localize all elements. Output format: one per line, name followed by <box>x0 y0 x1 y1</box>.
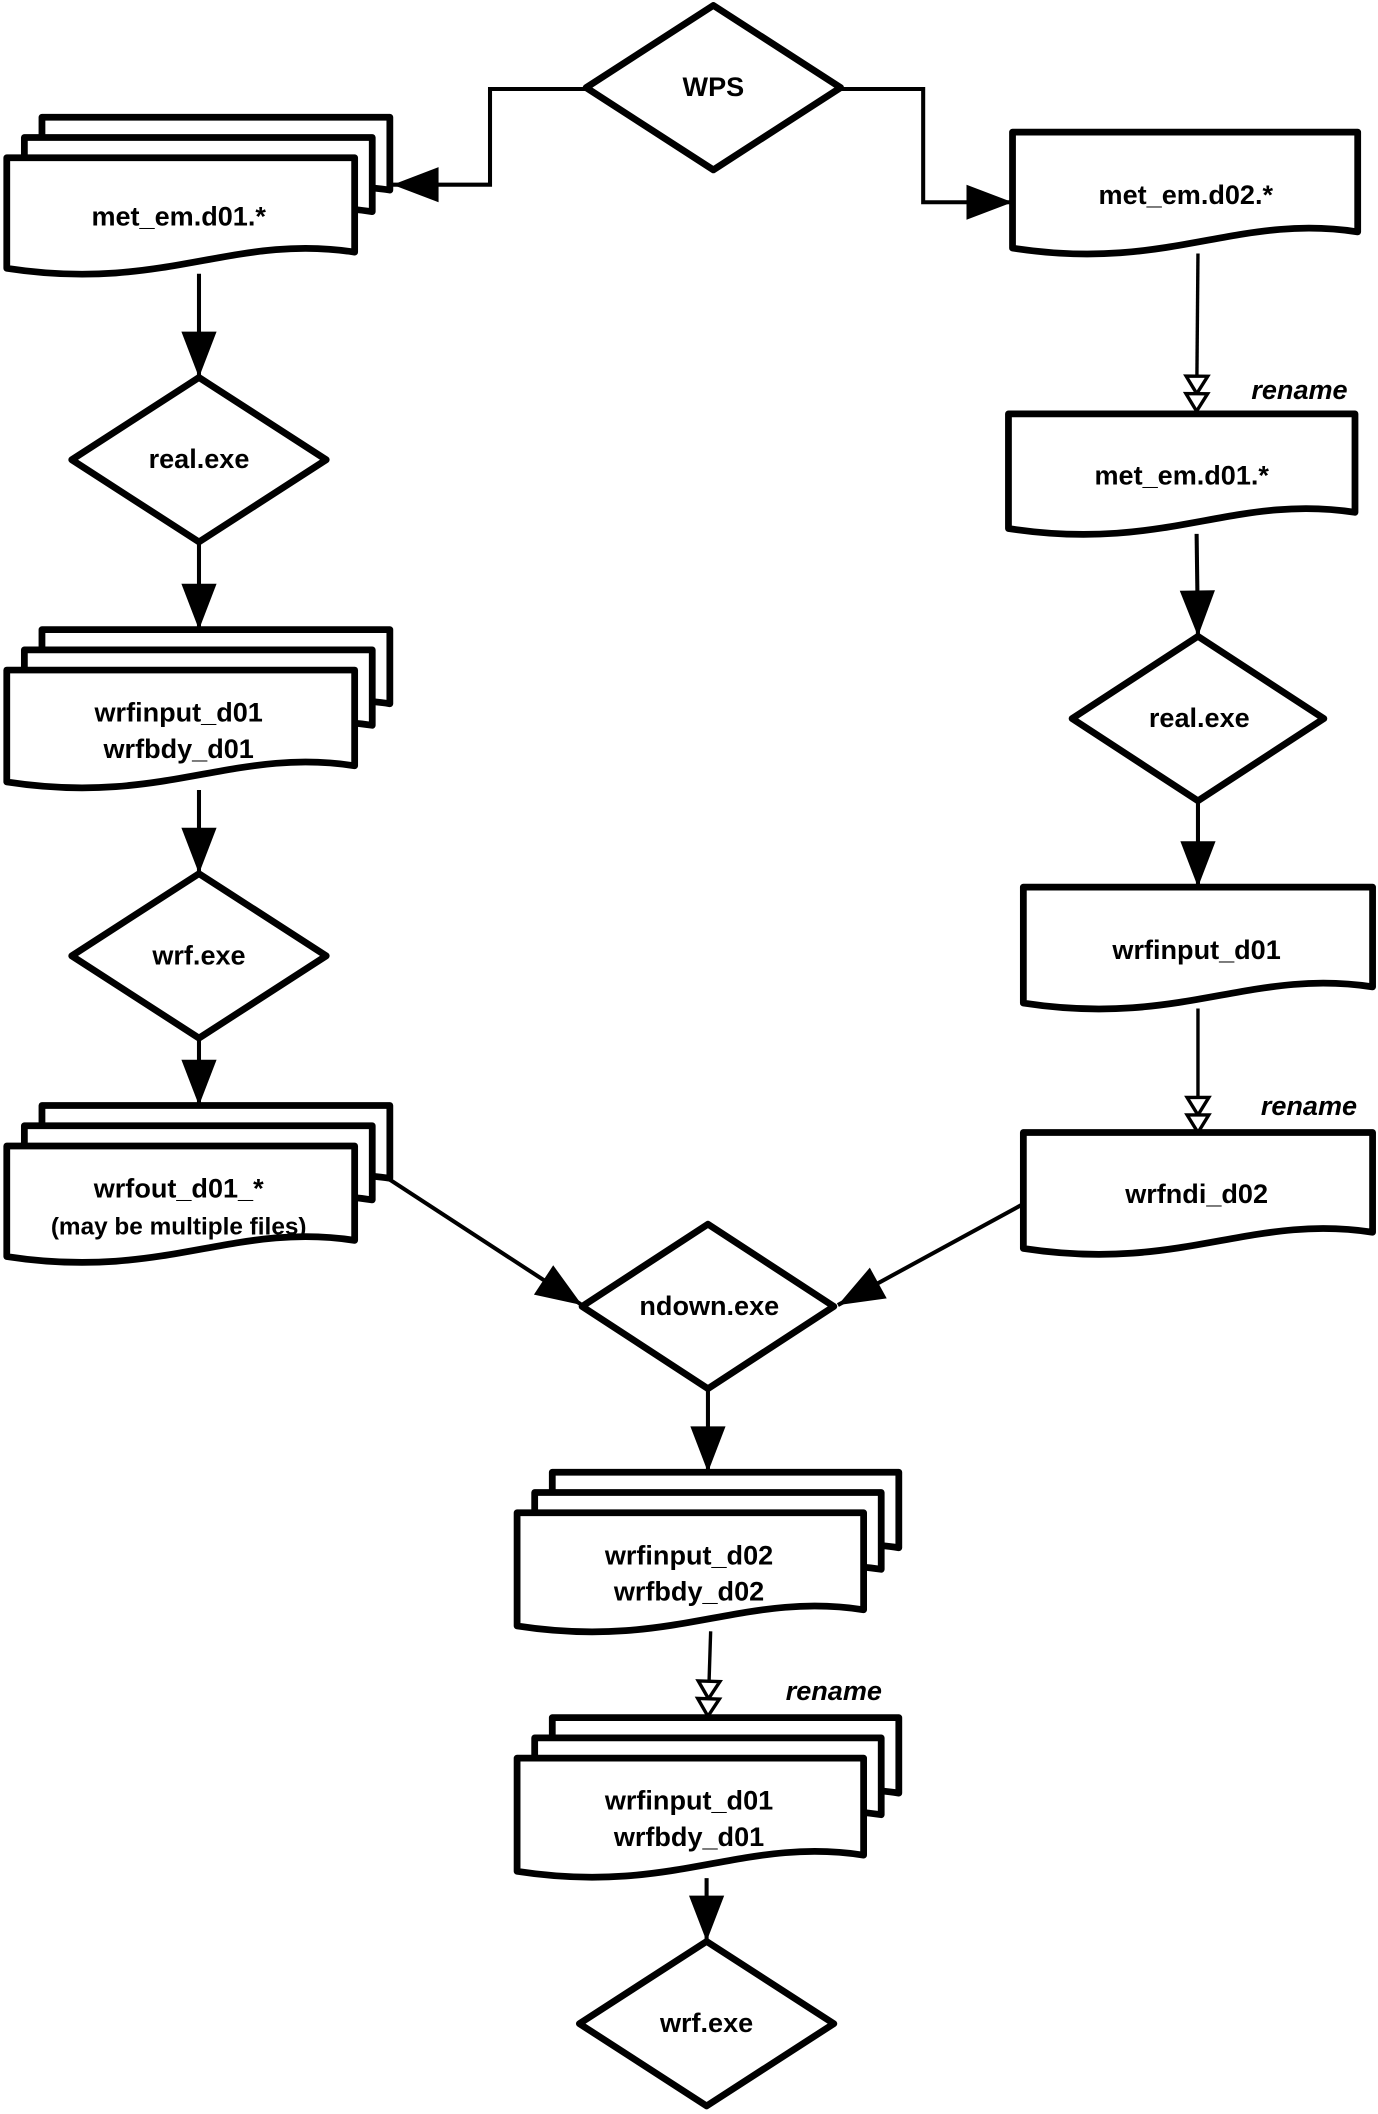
wrfinput-d02-doc <box>513 1509 868 1636</box>
wrf-exe-final-diamond <box>575 1938 838 2110</box>
node-wrfinput-d01-left: wrfinput_d01 <box>94 698 263 728</box>
node-wrfout-note: (may be multiple files) <box>51 1214 307 1241</box>
node-met-em-d01-left: met_em.d01.* <box>91 202 266 232</box>
edge-wps-to-d02-head <box>966 184 1013 220</box>
edge-final-to-wrf-head <box>689 1895 725 1942</box>
node-wrfinput-d01-final: wrfinput_d01 <box>604 1786 773 1816</box>
met-em-d01-right-doc <box>1005 410 1359 538</box>
wrfinput-right-doc <box>1019 883 1376 1013</box>
met-em-d02-doc <box>1009 128 1362 258</box>
met-em-d01-left-doc <box>3 154 359 278</box>
edge-d02-rename-final-head-2 <box>694 1696 723 1720</box>
edge-d02-rename-head-2 <box>1182 391 1211 415</box>
node-met-em-d02: met_em.d02.* <box>1099 180 1274 210</box>
connectors <box>181 86 1216 1942</box>
edge-d01-to-real-head <box>181 331 217 378</box>
wrfinput-d01-final-doc <box>513 1754 868 1881</box>
edge-ndown-to-d02-head <box>690 1426 726 1473</box>
node-wrf-exe-left: wrf.exe <box>151 940 245 970</box>
edge-wrf-to-wrfout-head <box>181 1059 217 1106</box>
real-exe-left-diamond <box>68 374 330 546</box>
wrfinput-left-doc <box>3 666 359 792</box>
node-wrf-exe-final: wrf.exe <box>659 2008 753 2038</box>
edge-wps-to-d01-head <box>392 167 439 203</box>
edge-wps-to-d02 <box>839 86 1013 205</box>
node-wrfinput-d02: wrfinput_d02 <box>604 1540 773 1570</box>
edge-d01r-to-real-head <box>1179 590 1215 637</box>
edge-wps-to-d01 <box>392 86 587 187</box>
wrfout-doc <box>3 1142 359 1266</box>
node-wrfout-d01: wrfout_d01_* <box>93 1174 264 1204</box>
edge-wrfinput-rename-head-1 <box>1184 1095 1212 1119</box>
node-met-em-d01-right: met_em.d01.* <box>1095 460 1270 490</box>
edge-wrfinput-to-wrf-head <box>181 827 217 874</box>
edge-wrfndi-to-ndown-head <box>837 1267 887 1306</box>
edge-real-to-wrfinput-right-head <box>1180 841 1216 888</box>
node-wrfndi-d02: wrfndi_d02 <box>1124 1179 1268 1209</box>
edge-d02-rename-final-head-1 <box>695 1679 723 1702</box>
rename-label-2: rename <box>1261 1091 1357 1121</box>
node-wps: WPS <box>683 72 745 102</box>
wrf-exe-left-diamond <box>68 870 330 1042</box>
real-exe-right-diamond <box>1068 632 1328 805</box>
node-wrfbdy-d01-final: wrfbdy_d01 <box>613 1822 764 1852</box>
node-wrfinput-d01-right: wrfinput_d01 <box>1111 935 1280 965</box>
nodes <box>3 2 1376 2110</box>
edge-wrfinput-rename-head-2 <box>1184 1113 1212 1136</box>
edge-wrfout-to-ndown-head <box>533 1265 583 1306</box>
node-wrfbdy-d01-left: wrfbdy_d01 <box>103 734 254 764</box>
rename-label-1: rename <box>1251 375 1347 405</box>
wps-diamond <box>582 2 844 174</box>
ndown-diamond <box>578 1220 838 1393</box>
edge-d02-rename-head-1 <box>1183 374 1211 397</box>
node-ndown-exe: ndown.exe <box>639 1291 779 1321</box>
node-real-exe-left: real.exe <box>149 444 250 474</box>
node-wrfbdy-d02: wrfbdy_d02 <box>613 1577 764 1607</box>
rename-label-3: rename <box>786 1676 882 1706</box>
node-real-exe-right: real.exe <box>1149 703 1250 733</box>
wrfndi-doc <box>1019 1129 1376 1258</box>
edge-real-to-wrfinput-head <box>181 583 217 630</box>
